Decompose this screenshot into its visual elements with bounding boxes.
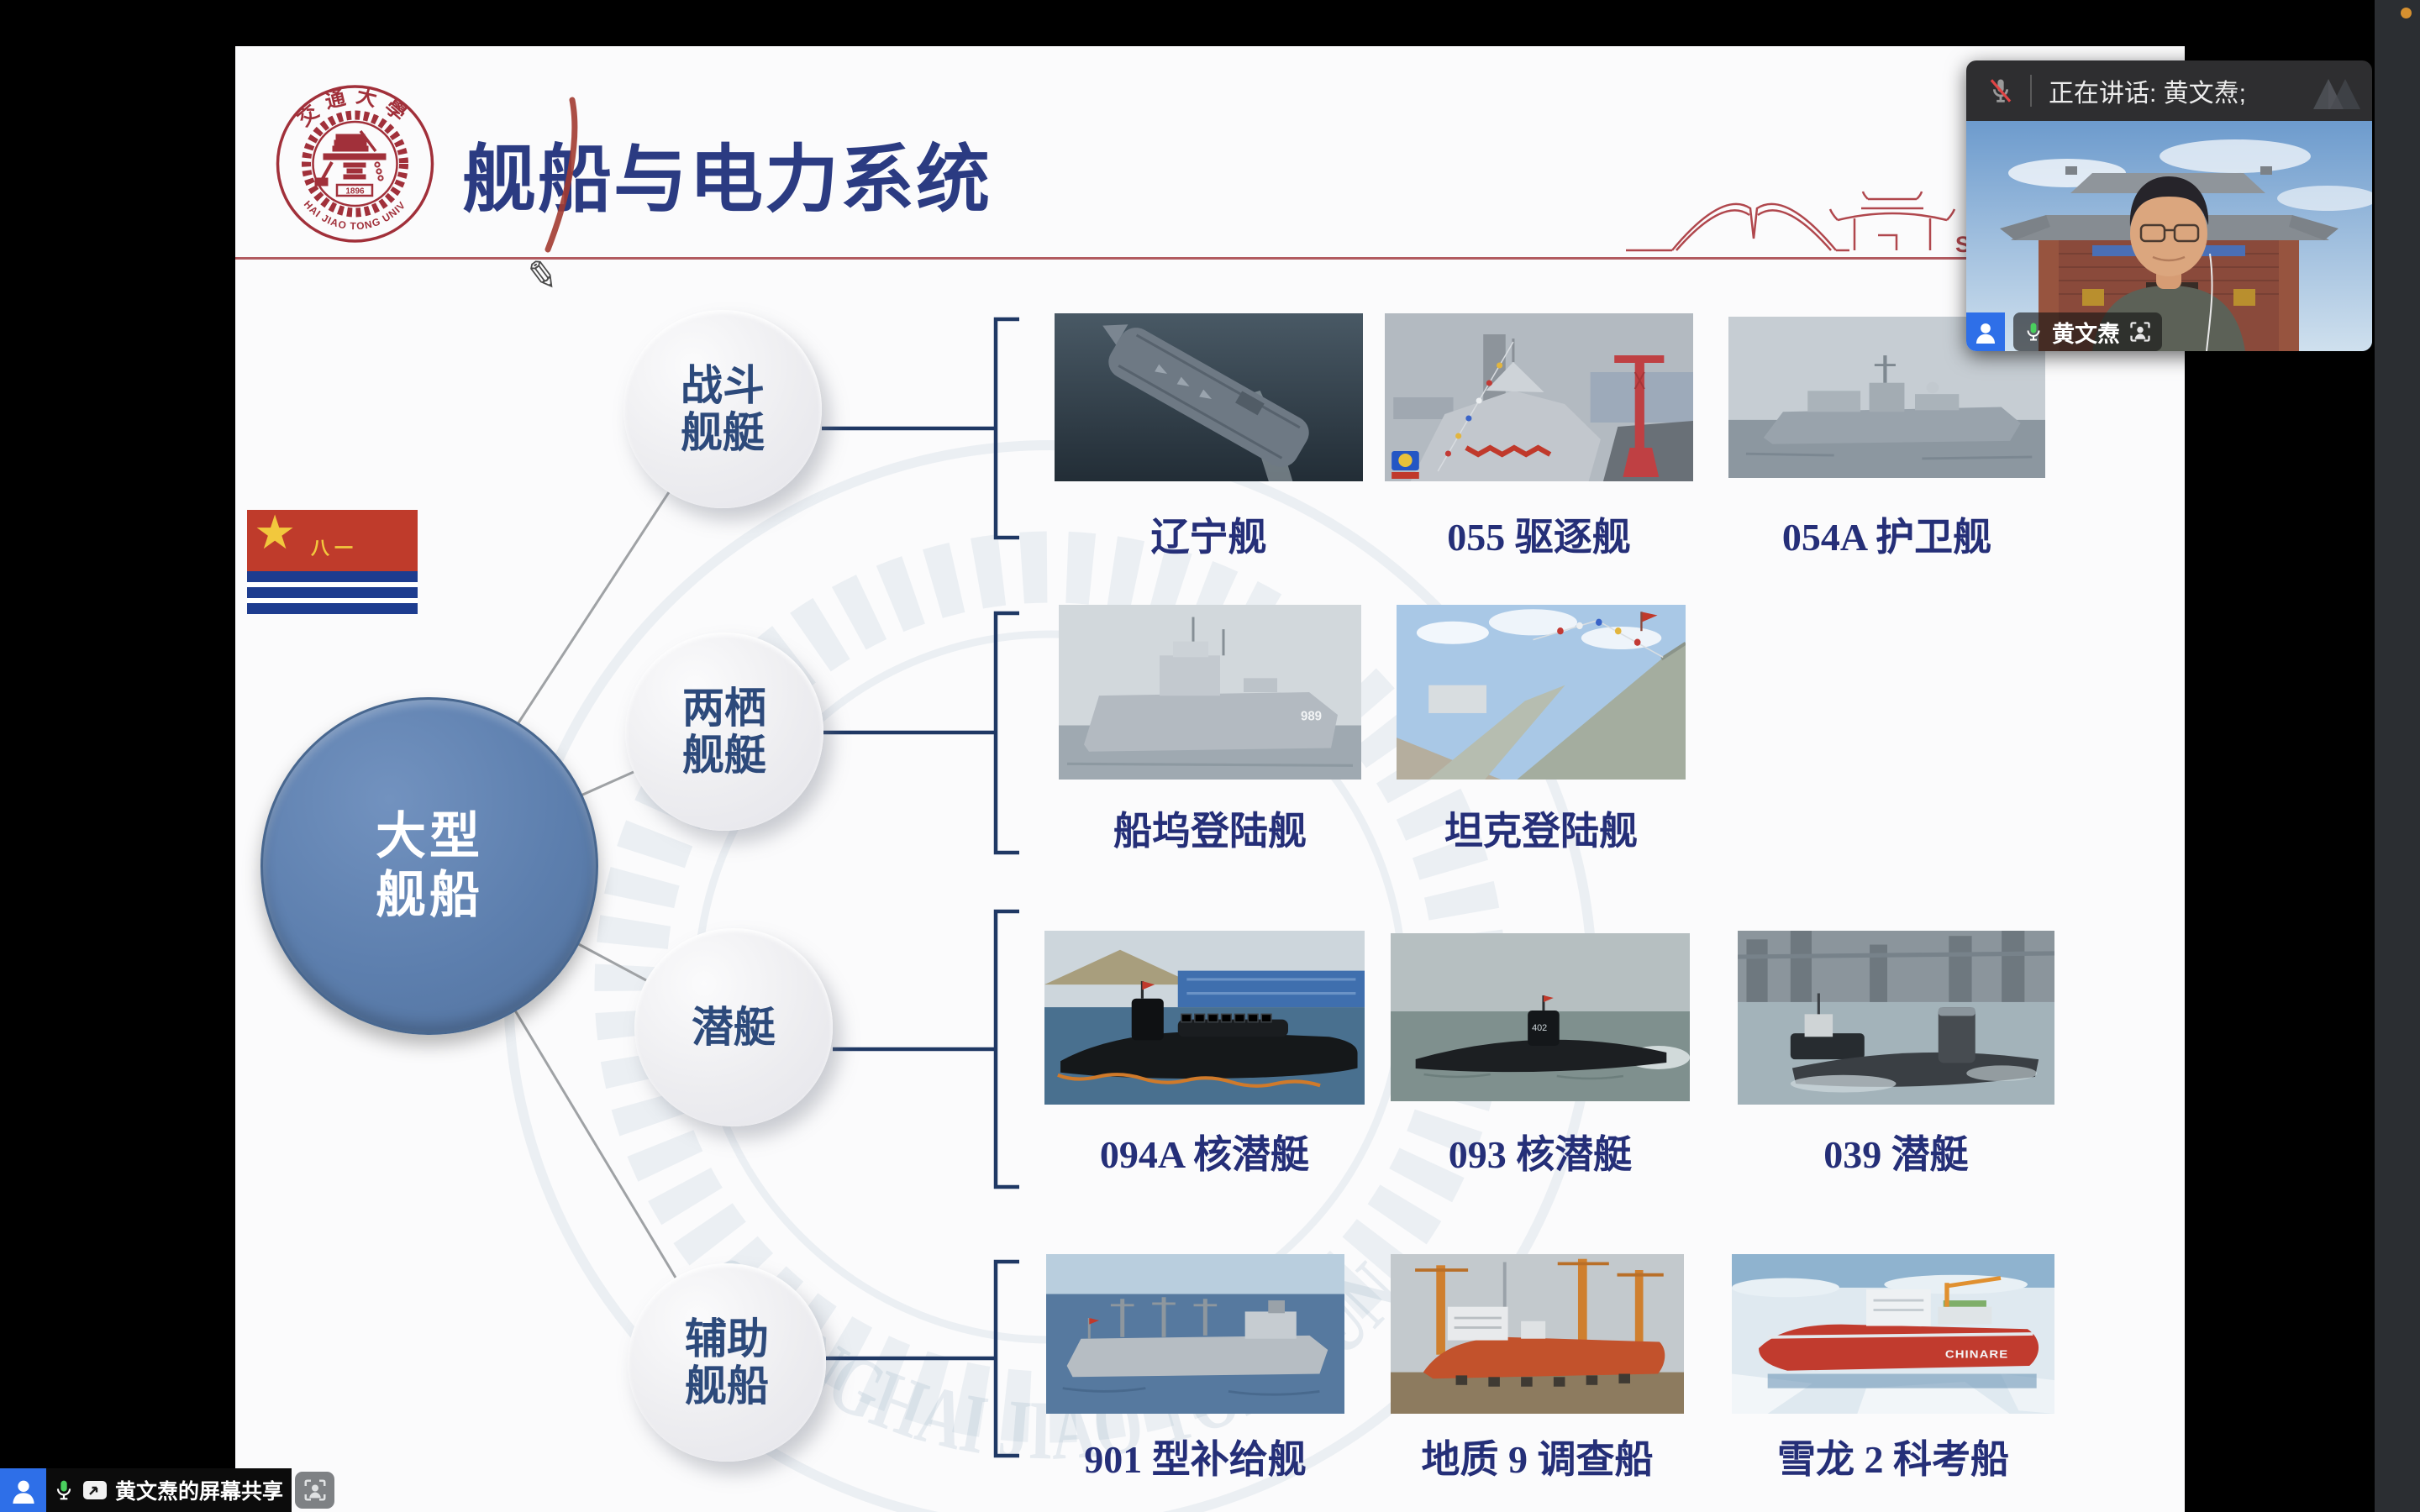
flag-stripe [247,571,418,582]
category-submarines: 潜艇 [634,928,833,1126]
header-divider-line [235,257,2185,260]
portrait-frame-icon [2130,322,2150,342]
ship-photo-geology9-survey-ship [1391,1254,1684,1414]
ship-photo-tank-landing-ship [1397,605,1686,780]
ship-photo-055-destroyer [1385,313,1693,481]
category-combat-vessels: 战斗 舰艇 [623,310,822,508]
category-label: 两栖 舰艇 [682,685,766,779]
ship-photo-094a-submarine [1044,931,1365,1105]
ship-photo-054a-frigate [1728,317,2045,478]
portrait-frame-button[interactable] [295,1472,335,1509]
portrait-frame-icon [304,1479,326,1501]
category-label: 战斗 舰艇 [681,362,765,456]
video-scene [1966,121,2372,351]
category-auxiliary-ships: 辅助 舰船 [628,1263,826,1462]
participant-nametag: 黄文焘 [1966,312,2162,351]
ship-caption: 055 驱逐舰 [1447,516,1631,559]
ship-caption: 船坞登陆舰 [1113,810,1307,853]
participant-video: 黄文焘 [1966,121,2372,351]
seal-year: 1896 [345,187,365,197]
flag-stripe [247,587,418,598]
navy-flag-field: ★ 八一 [247,506,418,571]
video-overlay[interactable]: 正在讲话: 黄文焘; [1966,60,2372,351]
share-label: 黄文焘的屏幕共享 [115,1480,284,1504]
ship-photo-dock-landing-ship: 989 [1059,605,1361,780]
category-label: 潜艇 [692,1004,776,1051]
navy-flag: ★ 八一 [247,506,418,614]
header-divider [2030,75,2032,107]
ship-photo-901-replenishment-ship [1046,1254,1344,1414]
ship-caption: 坦克登陆舰 [1444,810,1638,853]
flag-stripe-gap [247,598,418,603]
ship-caption: 901 型补给舰 [1084,1438,1307,1481]
flag-stripe [247,603,418,614]
sjtu-seal-logo: 交通大學 SHANGHAI JIAO TONG UNIVERSITY 1896 [273,84,434,243]
ship-caption: 039 潜艇 [1823,1133,1969,1176]
nametag-pill: 黄文焘 [2013,312,2162,351]
root-node-label: 大型 舰船 [376,808,483,923]
ship-caption: 094A 核潜艇 [1099,1133,1310,1176]
screen-share-indicator[interactable]: 黄文焘的屏幕共享 [0,1468,335,1512]
participant-avatar-icon [1966,312,2005,351]
ship-caption: 雪龙 2 科考船 [1777,1438,2009,1481]
ship-caption: 054A 护卫舰 [1781,516,1992,559]
red-pen-annotation [544,97,578,253]
flag-text: 八一 [311,538,359,559]
flag-stripe-gap [247,582,418,587]
share-bar: 黄文焘的屏幕共享 [46,1468,292,1512]
video-overlay-header: 正在讲话: 黄文焘; [1966,60,2372,121]
sharer-avatar-icon [0,1468,46,1512]
screen-share-icon [83,1481,107,1499]
mic-active-icon [56,1480,71,1500]
meeting-logo-icon [2313,79,2360,109]
shared-slide: SHANGHAI JIAO TONG UNIVERSITY 交通大學 SHANG… [235,46,2185,1512]
diagram-connectors [511,317,1019,1458]
ship-photo-039-submarine [1738,931,2054,1105]
slide-title: 舰船与电力系统 [462,138,992,221]
mic-active-icon [2027,323,2040,341]
flag-star-icon: ★ [254,506,297,559]
seal-anvil [314,129,387,186]
ship-caption: 辽宁舰 [1150,516,1267,559]
category-amphibious-vessels: 两栖 舰艇 [625,633,823,831]
speaking-banner: 正在讲话: 黄文焘; [2049,80,2247,108]
right-sidebar-strip [2375,0,2420,1512]
ship-caption: 地质 9 调查船 [1421,1438,1654,1481]
hull-number: 402 [1532,1023,1547,1033]
mic-muted-icon [1990,79,2012,102]
hull-text: CHINARE [1945,1347,2008,1360]
category-label: 辅助 舰船 [685,1315,769,1410]
hull-number: 989 [1301,709,1322,723]
root-node-large-ships: 大型 舰船 [260,697,598,1035]
ship-photo-liaoning [1055,313,1363,481]
ship-caption: 093 核潜艇 [1448,1133,1633,1176]
ship-photo-093-submarine: 402 [1391,933,1690,1101]
participant-name: 黄文焘 [2052,321,2120,347]
ship-photo-xuelong2-research-ship: CHINARE [1732,1254,2054,1414]
notification-dot [2401,8,2412,18]
